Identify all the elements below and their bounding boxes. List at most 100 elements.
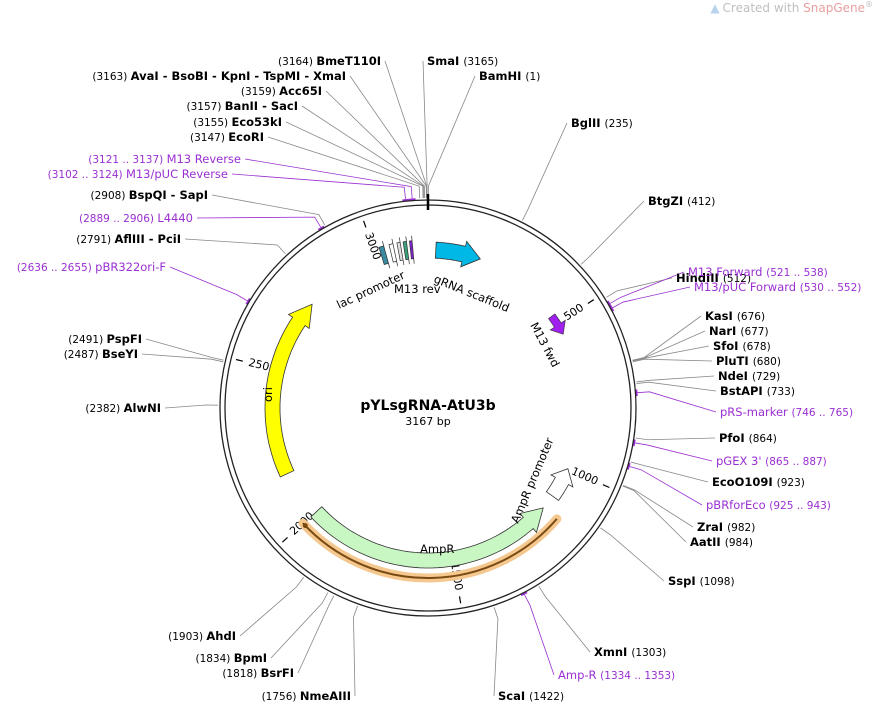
enzyme-position: (2791) bbox=[76, 234, 114, 246]
enzyme-name: BamHI bbox=[479, 69, 525, 83]
enzyme-name: AhdI bbox=[206, 629, 236, 643]
ori-arrow bbox=[264, 303, 313, 478]
enzyme-position: (2487) bbox=[64, 349, 102, 361]
enzyme-position: (1756) bbox=[262, 691, 300, 703]
primer-leader bbox=[244, 158, 413, 199]
lac-promoter-box bbox=[378, 241, 391, 269]
enzyme-label: NarI (677) bbox=[709, 324, 769, 338]
enzyme-position: (733) bbox=[767, 386, 795, 398]
enzyme-name: AlwNI bbox=[124, 401, 161, 415]
enzyme-position: (680) bbox=[753, 356, 781, 368]
primer-position: (865 .. 887) bbox=[765, 456, 827, 468]
enzyme-position: (3155) bbox=[193, 117, 231, 129]
enzyme-name: EcoRI bbox=[228, 130, 264, 144]
enzyme-label: SmaI (3165) bbox=[427, 54, 498, 68]
enzyme-leader bbox=[630, 461, 709, 483]
enzyme-leader bbox=[353, 605, 358, 697]
enzyme-label: (3159) Acc65I bbox=[241, 84, 322, 98]
primer-site-mark bbox=[317, 225, 325, 231]
ampr-arrow bbox=[310, 506, 544, 569]
enzyme-leader bbox=[297, 595, 335, 674]
enzyme-position: (3147) bbox=[190, 132, 228, 144]
enzyme-label: PluTI (680) bbox=[716, 354, 781, 368]
enzyme-label: (1756) NmeAIII bbox=[262, 689, 351, 703]
enzyme-position: (1818) bbox=[222, 668, 260, 680]
enzyme-name: KasI bbox=[705, 309, 737, 323]
enzyme-position: (2491) bbox=[68, 334, 106, 346]
enzyme-name: SspI bbox=[668, 574, 700, 588]
primer-label: pGEX 3' (865 .. 887) bbox=[716, 454, 827, 468]
enzyme-position: (729) bbox=[752, 371, 780, 383]
watermark-mark: ® bbox=[865, 0, 873, 9]
enzyme-position: (864) bbox=[749, 433, 777, 445]
enzyme-leader bbox=[285, 121, 424, 199]
enzyme-position: (2908) bbox=[91, 190, 129, 202]
primer-site-mark bbox=[520, 591, 528, 597]
enzyme-name: NarI bbox=[709, 324, 740, 338]
enzyme-label: (3147) EcoRI bbox=[190, 130, 264, 144]
snapgene-watermark: ▲Created with SnapGene® bbox=[710, 0, 873, 15]
enzyme-name: AatII bbox=[690, 535, 725, 549]
primer-name: pBRforEco bbox=[706, 498, 769, 512]
primer-leader bbox=[169, 266, 248, 302]
enzyme-position: (677) bbox=[740, 326, 768, 338]
enzyme-position: (3163) bbox=[92, 71, 130, 83]
primer-site-mark bbox=[626, 462, 631, 470]
enzyme-label: EcoO109I (923) bbox=[712, 475, 805, 489]
ampr-highlight-end bbox=[302, 523, 308, 529]
enzyme-leader bbox=[184, 238, 286, 255]
tick-mark bbox=[281, 536, 288, 543]
primer-position: (530 .. 552) bbox=[800, 282, 862, 294]
tick-mark bbox=[363, 220, 367, 228]
m13-fwd-arrow bbox=[548, 313, 566, 335]
primer-name: M13 Reverse bbox=[167, 152, 241, 166]
tick-label: 1000 bbox=[569, 465, 600, 488]
enzyme-label: ScaI (1422) bbox=[498, 689, 564, 703]
primer-label: (3102 .. 3124) M13/pUC Reverse bbox=[48, 167, 228, 181]
primer-site-mark bbox=[402, 198, 410, 202]
enzyme-position: (2382) bbox=[85, 403, 123, 415]
enzyme-position: (3157) bbox=[187, 101, 225, 113]
enzyme-leader bbox=[635, 437, 716, 441]
site-labels: SmaI (3165)BamHI (1)BglII (235)BtgZI (41… bbox=[17, 54, 862, 703]
enzyme-label: (2491) PspFI bbox=[68, 332, 142, 346]
primer-site-mark bbox=[245, 298, 251, 305]
enzyme-name: BpmI bbox=[234, 651, 267, 665]
m13-rev-primer-box bbox=[409, 235, 415, 264]
enzyme-name: AflIII - PciI bbox=[114, 232, 181, 246]
enzyme-label: ZraI (982) bbox=[697, 520, 755, 534]
enzyme-name: NmeAIII bbox=[300, 689, 351, 703]
primer-label: (2889 .. 2906) L4440 bbox=[79, 211, 193, 225]
enzyme-label: BamHI (1) bbox=[479, 69, 540, 83]
enzyme-position: (1) bbox=[525, 71, 540, 83]
enzyme-leader bbox=[600, 527, 665, 582]
primer-label: (3121 .. 3137) M13 Reverse bbox=[88, 152, 241, 166]
enzyme-leader bbox=[141, 353, 224, 363]
enzyme-position: (512) bbox=[723, 273, 751, 285]
lac-operator-box bbox=[388, 238, 399, 267]
enzyme-leader bbox=[211, 194, 326, 226]
enzyme-name: BglII bbox=[571, 116, 605, 130]
plasmid-size: 3167 bp bbox=[405, 415, 450, 428]
primer-position: (521 .. 538) bbox=[766, 267, 828, 279]
enzyme-leader bbox=[606, 277, 673, 298]
primer-leader bbox=[231, 173, 406, 200]
enzyme-leader bbox=[636, 375, 715, 383]
enzyme-position: (1098) bbox=[700, 576, 735, 588]
enzyme-position: (982) bbox=[727, 522, 755, 534]
enzyme-leader bbox=[349, 75, 427, 199]
enzyme-leader bbox=[270, 592, 329, 659]
tick-mark bbox=[458, 596, 462, 604]
enzyme-name: ZraI bbox=[697, 520, 727, 534]
enzyme-name: BstAPI bbox=[720, 384, 767, 398]
enzyme-leader bbox=[632, 358, 713, 363]
m13-rev-box bbox=[402, 236, 410, 265]
enzyme-leader bbox=[522, 122, 568, 221]
primer-leader bbox=[612, 286, 691, 309]
enzyme-position: (235) bbox=[605, 118, 633, 130]
enzyme-name: BspQI - SapI bbox=[129, 188, 208, 202]
enzyme-position: (676) bbox=[737, 311, 765, 323]
primer-label: Amp-R (1334 .. 1353) bbox=[558, 668, 675, 682]
ampr-label: AmpR bbox=[420, 542, 454, 556]
